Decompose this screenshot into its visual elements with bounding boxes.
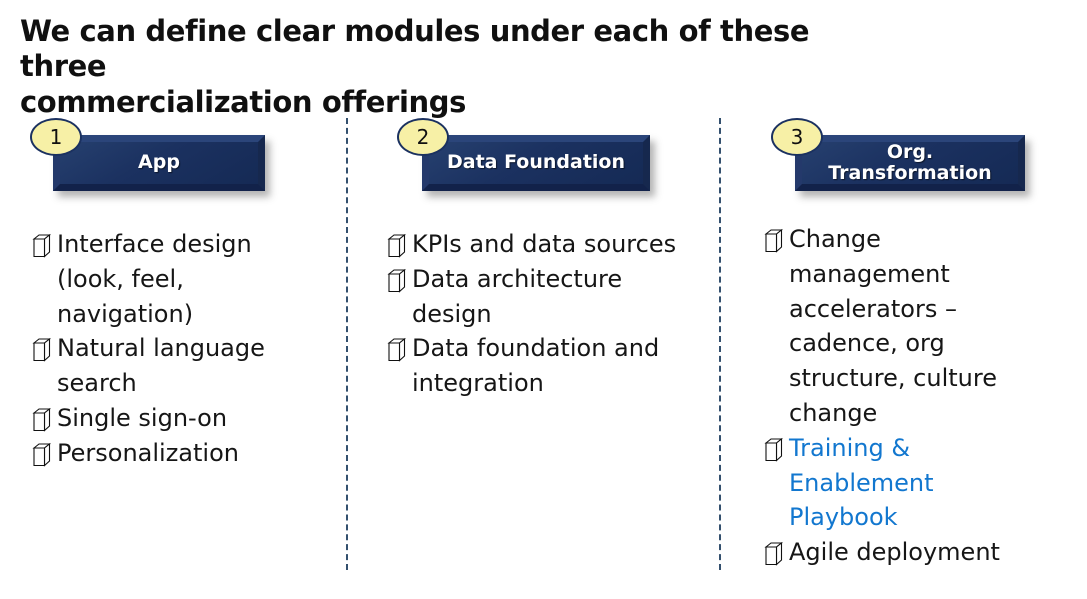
- list-item: Change management accelerators – cadence…: [762, 222, 1082, 431]
- list-item: Personalization: [30, 436, 340, 471]
- bullet-list-org-transformation: Change management accelerators – cadence…: [762, 222, 1082, 570]
- list-item-text: Single sign-on: [57, 403, 228, 432]
- column-header-app[interactable]: App: [53, 135, 265, 191]
- column-header-label: Data Foundation: [446, 151, 626, 174]
- bullet-list-data-foundation: KPIs and data sources Data architecture …: [385, 227, 715, 401]
- step-number-badge-2: 2: [397, 118, 449, 156]
- book-icon: [385, 232, 409, 259]
- book-icon: [762, 436, 786, 463]
- step-number-badge-3: 3: [771, 118, 823, 156]
- list-item-text: KPIs and data sources: [412, 230, 677, 258]
- book-icon: [30, 336, 54, 363]
- step-number-label: 1: [49, 125, 63, 149]
- book-icon: [30, 441, 54, 468]
- list-item: Data foundation and integration: [385, 331, 715, 401]
- book-icon: [30, 406, 54, 433]
- column-header-label: App: [138, 151, 180, 174]
- book-icon: [385, 336, 409, 363]
- step-number-label: 2: [416, 125, 430, 149]
- list-item-text: Change management accelerators – cadence…: [789, 225, 997, 427]
- page-title: We can define clear modules under each o…: [20, 14, 810, 119]
- book-icon: [30, 232, 54, 259]
- book-icon: [762, 540, 786, 567]
- column-divider-2: [719, 118, 721, 570]
- list-item: Agile deployment: [762, 535, 1082, 570]
- list-item: Data architecture design: [385, 262, 715, 332]
- bullet-list-app: Interface design (look, feel, navigation…: [30, 227, 340, 471]
- list-item: Interface design (look, feel, navigation…: [30, 227, 340, 331]
- column-divider-1: [346, 118, 348, 570]
- column-header-org-transformation[interactable]: Org. Transformation: [795, 135, 1025, 191]
- book-icon: [762, 227, 786, 254]
- step-number-badge-1: 1: [30, 118, 82, 156]
- list-item-text: Data architecture design: [412, 264, 623, 328]
- list-item-text: Natural language search: [57, 334, 265, 398]
- list-item: Natural language search: [30, 331, 340, 401]
- column-data-foundation: 2 Data Foundation KPIs and data sources …: [385, 0, 715, 599]
- list-item: KPIs and data sources: [385, 227, 715, 262]
- list-item-text: Data foundation and integration: [412, 334, 660, 398]
- column-header-label: Org. Transformation: [828, 140, 992, 184]
- step-number-label: 3: [790, 125, 804, 149]
- list-item: Training & Enablement Playbook: [762, 431, 1082, 535]
- list-item-text: Interface design (look, feel, navigation…: [57, 230, 252, 328]
- column-app: 1 App Interface design (look, feel, navi…: [30, 0, 340, 599]
- column-org-transformation: 3 Org. Transformation Change management …: [762, 0, 1082, 599]
- list-item: Single sign-on: [30, 401, 340, 436]
- column-header-data-foundation[interactable]: Data Foundation: [422, 135, 650, 191]
- list-item-text: Personalization: [57, 438, 239, 467]
- list-item-link-training-enablement-playbook[interactable]: Training & Enablement Playbook: [789, 433, 934, 532]
- book-icon: [385, 267, 409, 294]
- list-item-text: Agile deployment: [789, 538, 1000, 567]
